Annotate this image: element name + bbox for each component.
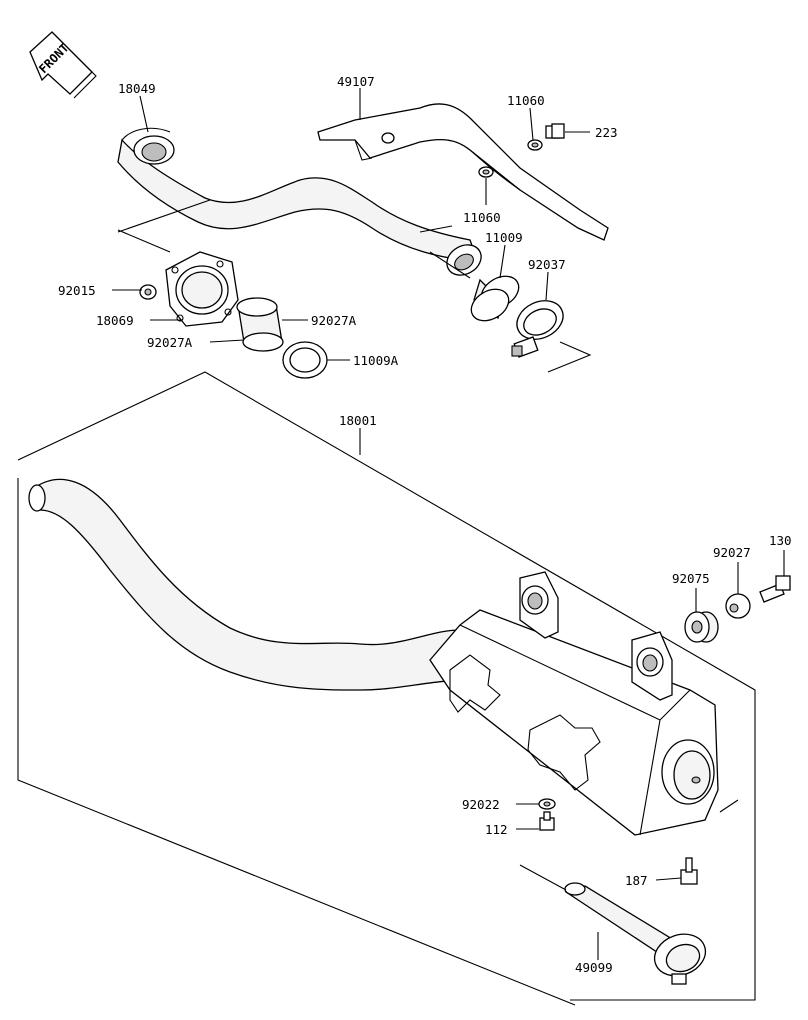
clamp-92037	[511, 300, 564, 358]
label-92075: 92075	[672, 571, 710, 586]
label-49107: 49107	[337, 74, 375, 89]
label-11009A: 11009A	[353, 353, 399, 368]
gasket-11009A	[282, 341, 328, 379]
label-18049: 18049	[118, 81, 156, 96]
label-92027A-right: 92027A	[311, 313, 357, 328]
bolt-187	[680, 857, 698, 885]
mount-bracket-front	[519, 571, 559, 639]
label-92015: 92015	[58, 283, 96, 298]
collar-92027A	[236, 297, 284, 352]
header-pipe	[117, 127, 482, 279]
damper-92075	[684, 611, 719, 643]
label-92027: 92027	[713, 545, 751, 560]
flange-18069	[165, 251, 239, 327]
gasket-11009	[470, 275, 520, 322]
label-92037: 92037	[528, 257, 566, 272]
mount-bracket-rear	[631, 631, 673, 701]
label-92027A-left: 92027A	[147, 335, 193, 350]
label-187: 187	[625, 873, 648, 888]
label-11060-mid: 11060	[463, 210, 501, 225]
collar-92027	[725, 593, 751, 619]
leader-lines	[112, 88, 785, 960]
bolt-130	[759, 575, 791, 603]
bolt-112	[539, 811, 555, 831]
washer-92022	[538, 798, 556, 810]
washer-11060-top	[527, 139, 543, 151]
washer-11060-mid	[478, 166, 494, 178]
nut-92015	[139, 284, 157, 300]
label-112: 112	[485, 822, 508, 837]
muffler-pipe-end	[28, 484, 46, 512]
label-92022: 92022	[462, 797, 500, 812]
label-18001: 18001	[339, 413, 377, 428]
label-49099: 49099	[575, 960, 613, 975]
label-130: 130	[769, 533, 792, 548]
label-11060-top: 11060	[507, 93, 545, 108]
front-arrow-badge: FRONT	[29, 31, 97, 99]
label-11009: 11009	[485, 230, 523, 245]
muffler-inlet-pipe	[33, 478, 471, 691]
spark-arrester	[564, 882, 707, 985]
bolt-223	[545, 123, 565, 139]
label-223: 223	[595, 125, 618, 140]
label-18069: 18069	[96, 313, 134, 328]
heat-guard	[317, 103, 609, 241]
assembly-outline	[17, 371, 756, 1006]
muffler-body	[429, 609, 719, 836]
